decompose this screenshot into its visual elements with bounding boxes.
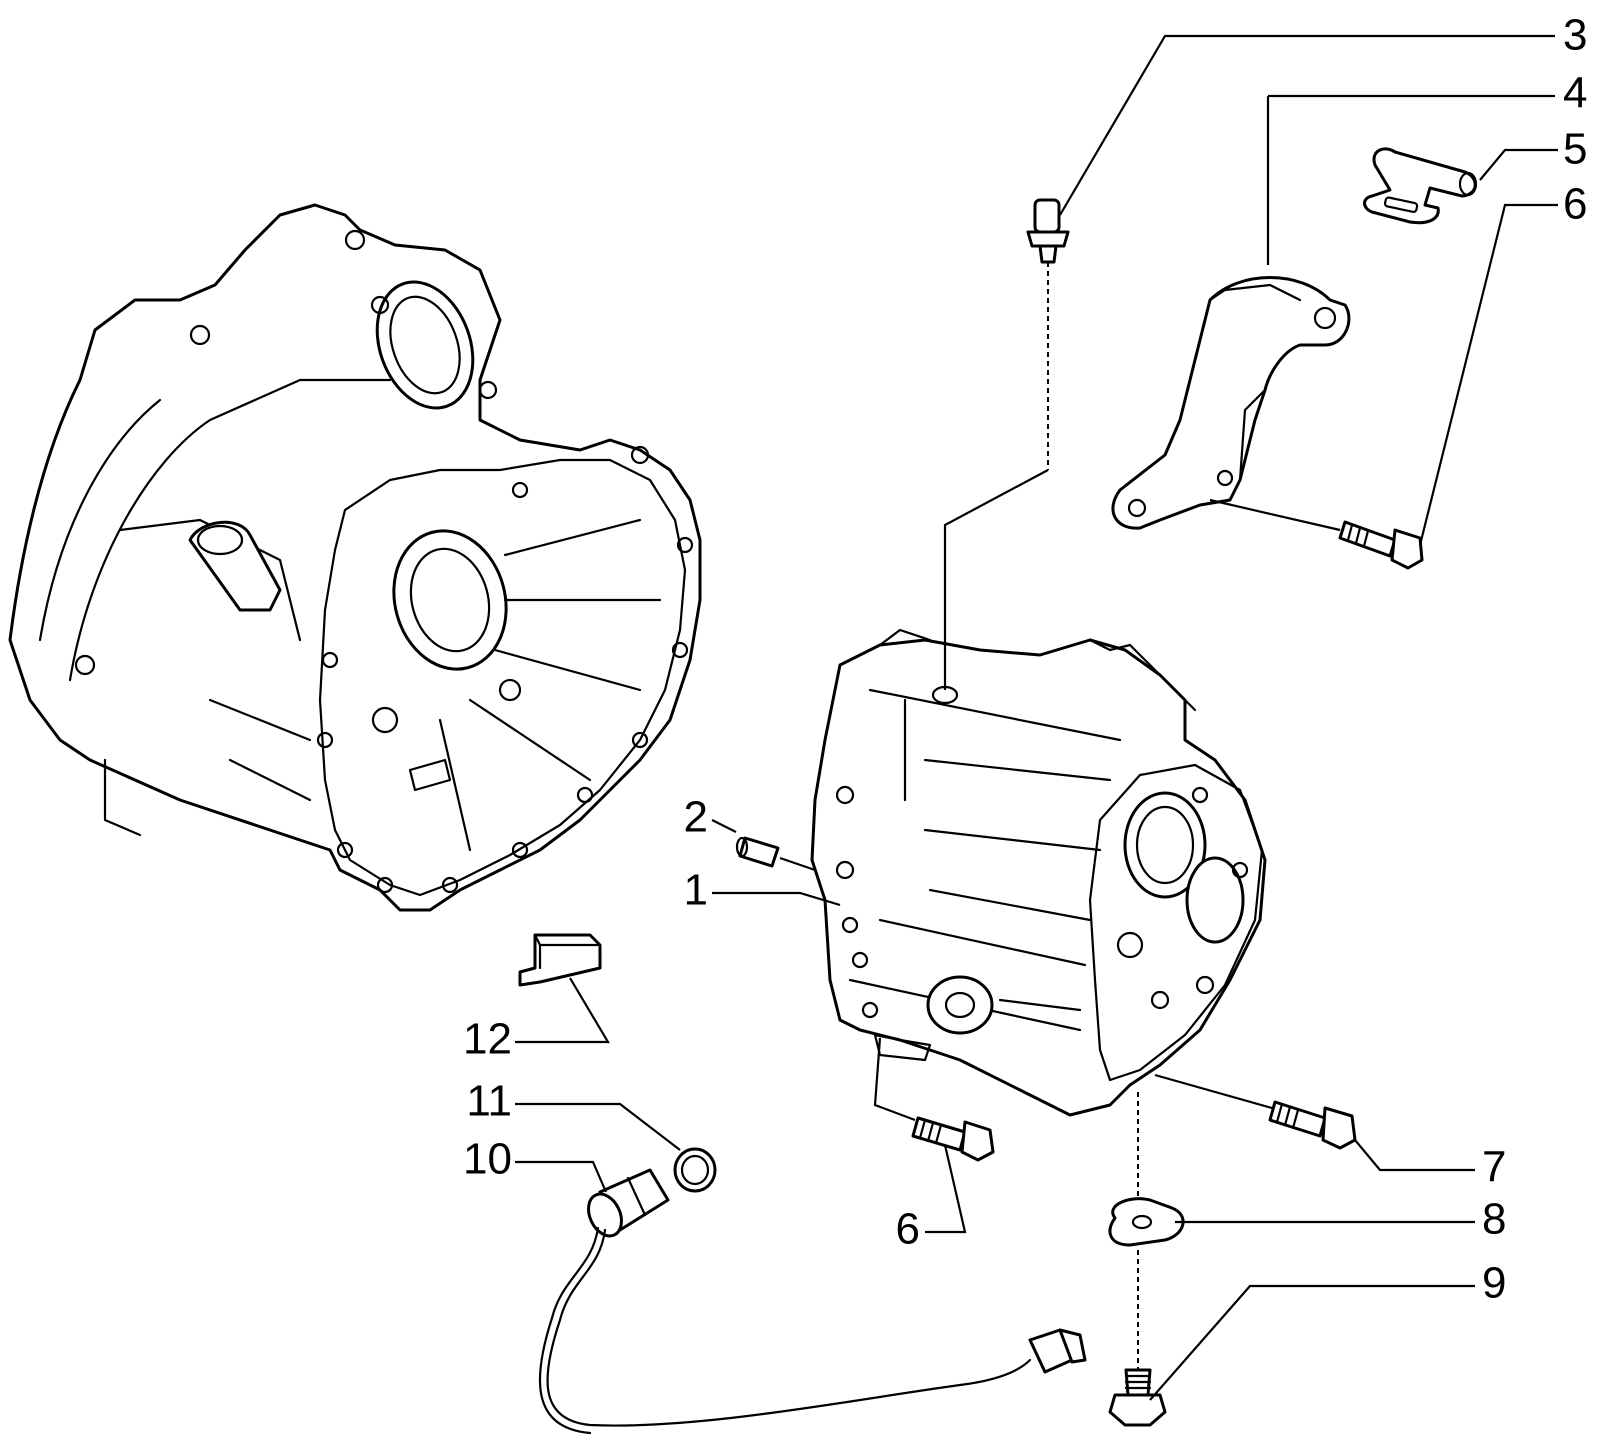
dowel-pin-drawing	[711, 819, 816, 872]
callout-12: 12	[463, 1015, 512, 1064]
callout-10: 10	[463, 1135, 512, 1184]
casing-leader-line	[712, 891, 841, 907]
clutch-housing-drawing	[8, 203, 702, 912]
callout-5: 5	[1563, 125, 1587, 174]
casing-bolt-bottom-drawing	[873, 1037, 995, 1234]
cable-clip-drawing	[1363, 147, 1558, 225]
callout-labels: 3 4 5 6 2 1 12 11 10 6 7 8 9	[463, 11, 1587, 1308]
shim-block-drawing	[515, 933, 610, 1044]
o-ring-drawing	[515, 1102, 717, 1193]
callout-9: 9	[1482, 1259, 1506, 1308]
breather-leader-line	[1059, 34, 1555, 216]
bracket-bolt-top-drawing	[1209, 203, 1558, 570]
mounting-bracket-drawing	[1111, 94, 1555, 530]
washer-plate-drawing	[1108, 1092, 1475, 1370]
sensor-cable-drawing	[515, 1160, 1087, 1434]
callout-6-bottom: 6	[896, 1205, 920, 1254]
callout-1: 1	[684, 866, 708, 915]
callout-2: 2	[684, 793, 708, 842]
callout-7: 7	[1482, 1143, 1506, 1192]
plate-bolt-drawing	[1108, 1284, 1475, 1427]
callout-11: 11	[466, 1077, 512, 1126]
callout-3: 3	[1563, 11, 1587, 60]
casing-bolt-right-drawing	[1154, 1073, 1475, 1172]
callout-8: 8	[1482, 1195, 1506, 1244]
gearbox-casing-drawing	[810, 628, 1267, 1117]
callout-6-top: 6	[1563, 180, 1587, 229]
callout-4: 4	[1563, 69, 1587, 118]
breather-valve-drawing	[943, 198, 1070, 690]
